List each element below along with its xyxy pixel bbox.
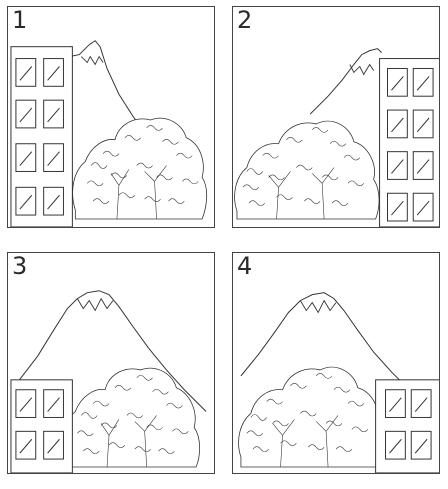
- mountain: [240, 292, 408, 389]
- panel-number: 1: [12, 6, 28, 34]
- scene-4: [238, 292, 439, 473]
- trees: [234, 120, 380, 220]
- scene-1: [10, 40, 208, 227]
- mountain: [69, 40, 148, 137]
- trees: [238, 366, 384, 468]
- panel-number: 3: [12, 252, 28, 280]
- panel-number: 2: [237, 6, 253, 34]
- panel-3: 3: [7, 252, 215, 474]
- scene-2: [234, 48, 439, 227]
- trees: [62, 367, 201, 468]
- panel-number: 4: [237, 252, 253, 280]
- trees: [72, 117, 208, 220]
- building: [379, 58, 439, 227]
- building: [375, 379, 439, 473]
- panel-2: 2: [232, 6, 440, 228]
- scene-3: [10, 290, 207, 473]
- building: [10, 379, 73, 473]
- panel-1: 1: [7, 6, 215, 228]
- mountain: [17, 290, 207, 412]
- panel-4: 4: [232, 252, 440, 474]
- mountain: [309, 48, 382, 115]
- building: [10, 46, 73, 227]
